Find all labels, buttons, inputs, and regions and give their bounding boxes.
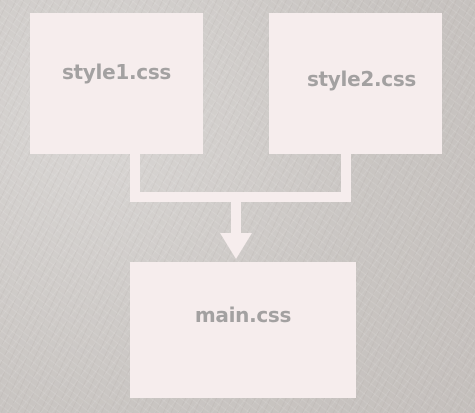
node-style2-css: style2.css	[269, 13, 442, 154]
connector-from-style2	[236, 154, 351, 202]
connector-from-style1	[130, 154, 236, 202]
node-label: style1.css	[61, 59, 172, 84]
node-style1-css: style1.css	[30, 13, 203, 154]
node-label: style2.css	[306, 66, 417, 91]
node-main-css: main.css	[130, 262, 356, 398]
node-label: main.css	[194, 303, 292, 327]
arrowhead-icon	[220, 233, 252, 259]
